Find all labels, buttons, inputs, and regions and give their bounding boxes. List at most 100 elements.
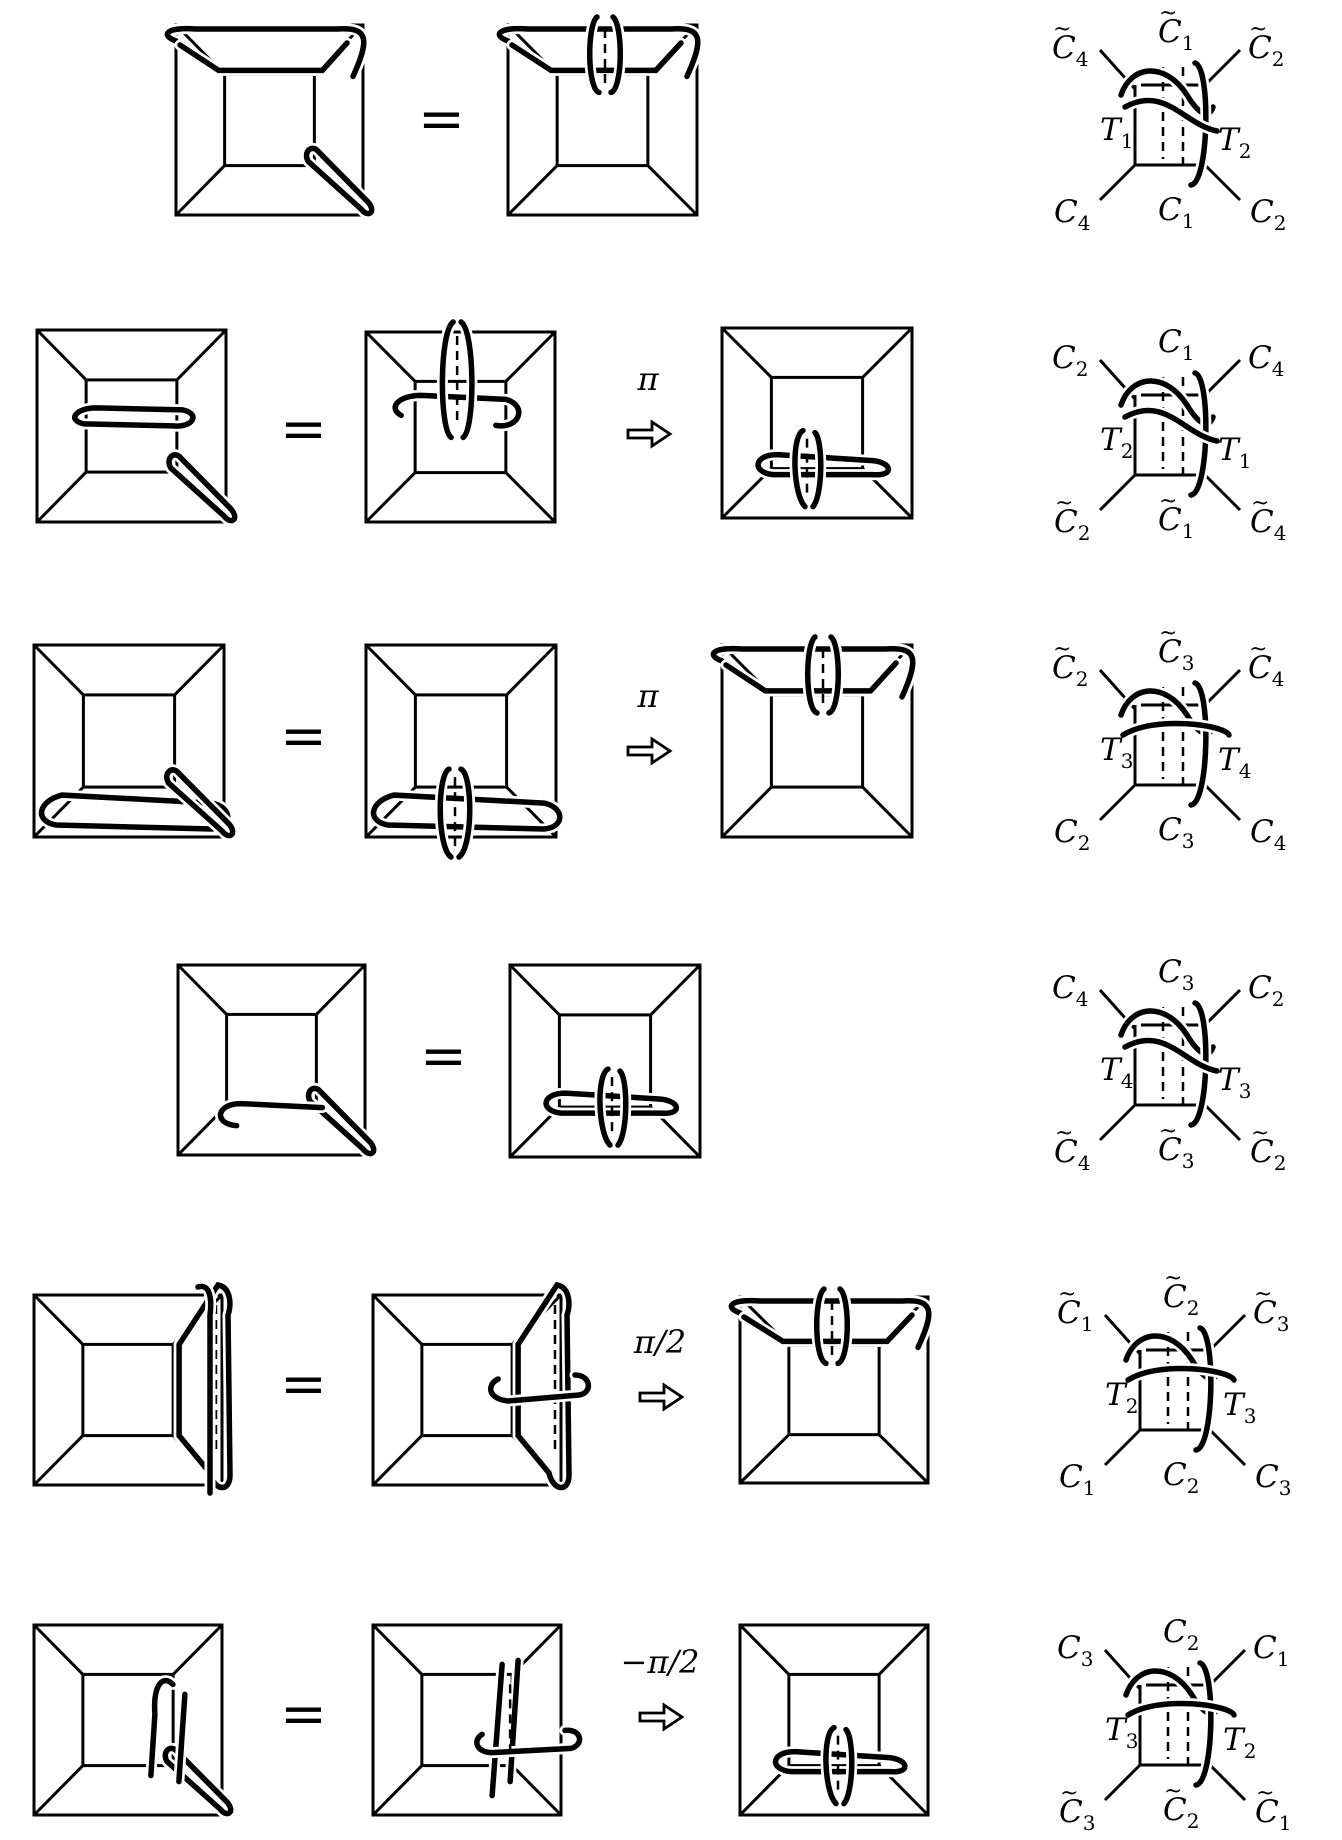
label-bottom-right-tilde: ~ [1251, 491, 1269, 516]
label-bottom-left-tilde: ~ [1060, 1781, 1078, 1806]
meridian-loop-strand [594, 1063, 632, 1151]
label-mid-right: T4 [1218, 742, 1251, 783]
label-top-mid-tilde: ~ [1164, 1266, 1182, 1291]
equals-sign: = [280, 1352, 327, 1417]
knot-schematic [1098, 48, 1242, 202]
label-mid-right: T2 [1223, 1722, 1256, 1763]
knot-schematic [1098, 668, 1242, 822]
label-mid-left: T1 [1100, 112, 1133, 153]
label-mid-right: T2 [1218, 122, 1251, 163]
label-bottom-mid: C3 [1158, 812, 1194, 853]
top-band-strand [707, 643, 919, 703]
label-bottom-mid: C1 [1158, 502, 1194, 543]
label-bottom-right: C2 [1250, 194, 1286, 235]
schematic-strand [1190, 1322, 1217, 1456]
label-bottom-mid: C3 [1158, 1132, 1194, 1173]
label-mid-left: T2 [1100, 422, 1133, 463]
right-arrow-icon [626, 736, 673, 766]
knot-schematic [1103, 1648, 1247, 1802]
schematic-strand [1190, 1657, 1217, 1791]
label-top-right-tilde: ~ [1254, 1282, 1272, 1307]
knot-schematic [1098, 988, 1242, 1142]
meridian-loop-strand [434, 763, 476, 863]
top-band-strand [725, 1295, 935, 1353]
label-top-right: C2 [1248, 30, 1284, 71]
label-top-left: C3 [1057, 1630, 1093, 1671]
inner-bottom-band-strand [770, 1746, 911, 1778]
top-band-inner-strand [506, 37, 687, 76]
label-bottom-left: C2 [1054, 814, 1090, 855]
label-bottom-left: C4 [1054, 1134, 1090, 1175]
rotation-angle-label: π/2 [633, 1323, 686, 1361]
corner-band-strand [303, 1082, 380, 1159]
label-bottom-mid: C2 [1163, 1457, 1199, 1498]
schematic-strand [1185, 677, 1212, 811]
label-top-mid: C3 [1158, 634, 1194, 675]
label-top-mid-tilde: ~ [1159, 1, 1177, 26]
label-mid-right: T3 [1218, 1062, 1251, 1103]
schematic-strand [1122, 1698, 1240, 1721]
top-band-strand [493, 23, 704, 82]
label-bottom-left: C3 [1059, 1794, 1095, 1835]
label-top-left: C4 [1052, 970, 1088, 1011]
meridian-loop-strand [584, 11, 626, 98]
label-top-mid: C1 [1158, 324, 1194, 365]
schematic-strand [1119, 405, 1223, 447]
right-arrow-icon [638, 1702, 685, 1732]
top-band-inner-strand [738, 1309, 918, 1347]
equals-sign: = [418, 87, 465, 152]
label-mid-right: T3 [1223, 1387, 1256, 1428]
label-top-right-tilde: ~ [1249, 17, 1267, 42]
inner-top-band-strand [389, 389, 525, 432]
frame-outline [364, 643, 558, 839]
corner-band-strand [301, 142, 378, 219]
inner-right-strand [145, 1675, 191, 1788]
meridian-loop-strand [802, 631, 844, 719]
label-mid-left: T3 [1105, 1712, 1138, 1753]
label-top-left-tilde: ~ [1053, 637, 1071, 662]
frame-outline [364, 330, 557, 524]
equals-sign: = [280, 1682, 327, 1747]
label-bottom-mid-tilde: ~ [1159, 489, 1177, 514]
knot-schematic [1098, 358, 1242, 512]
rotation-angle-label: π [636, 677, 659, 715]
meridian-loop-strand [811, 1283, 853, 1369]
equator-loop-strand [471, 1724, 585, 1758]
top-band-strand [161, 23, 370, 82]
frame-outline [720, 326, 914, 520]
frame-outline [371, 1623, 563, 1817]
label-top-right: C1 [1253, 1630, 1289, 1671]
label-top-left: C2 [1052, 650, 1088, 691]
label-top-mid: C2 [1163, 1279, 1199, 1320]
corner-band-strand [163, 449, 241, 526]
label-bottom-right: C2 [1250, 1134, 1286, 1175]
label-top-right: C4 [1248, 650, 1284, 691]
meridian-loop-strand [820, 1722, 858, 1810]
equals-sign: = [280, 397, 327, 462]
label-top-mid: C1 [1158, 14, 1194, 55]
label-mid-left: T3 [1100, 732, 1133, 773]
label-mid-right: T1 [1218, 432, 1251, 473]
equals-sign: = [280, 704, 327, 769]
label-mid-left: T4 [1100, 1052, 1133, 1093]
label-top-left: C2 [1052, 340, 1088, 381]
label-bottom-left-tilde: ~ [1055, 491, 1073, 516]
meridian-loop-strand [436, 316, 478, 443]
schematic-strand [1119, 1035, 1223, 1077]
label-top-left-tilde: ~ [1053, 17, 1071, 42]
label-bottom-mid-tilde: ~ [1159, 1119, 1177, 1144]
label-bottom-mid: C1 [1158, 192, 1194, 233]
label-bottom-right-tilde: ~ [1251, 1121, 1269, 1146]
label-bottom-right: C4 [1250, 814, 1286, 855]
corner-band-strand [161, 764, 239, 841]
label-top-mid: C3 [1158, 954, 1194, 995]
label-top-mid-tilde: ~ [1159, 621, 1177, 646]
frame-outline [32, 643, 226, 839]
right-arrow-icon [626, 419, 673, 449]
knot-schematic [1103, 1313, 1247, 1467]
